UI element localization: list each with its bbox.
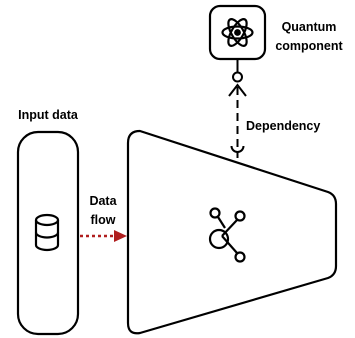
share-nodes-icon bbox=[208, 207, 246, 263]
input-data-label: Input data bbox=[18, 108, 79, 122]
data-flow-label-line1: Data bbox=[89, 194, 117, 208]
quantum-component-label-line1: Quantum bbox=[282, 20, 337, 34]
data-flow-arrowhead bbox=[114, 230, 127, 242]
model-trapezoid bbox=[126, 129, 338, 335]
dependency-label: Dependency bbox=[246, 119, 320, 133]
atom-icon bbox=[221, 18, 254, 47]
dependency-connector bbox=[228, 59, 247, 158]
database-icon bbox=[34, 213, 60, 252]
quantum-component-node bbox=[208, 4, 267, 61]
socket-ball bbox=[232, 71, 243, 83]
quantum-component-label-line2: component bbox=[275, 39, 343, 53]
data-flow-label-line2: flow bbox=[91, 213, 116, 227]
input-data-container bbox=[16, 130, 80, 336]
dependency-arrowhead bbox=[228, 83, 247, 97]
